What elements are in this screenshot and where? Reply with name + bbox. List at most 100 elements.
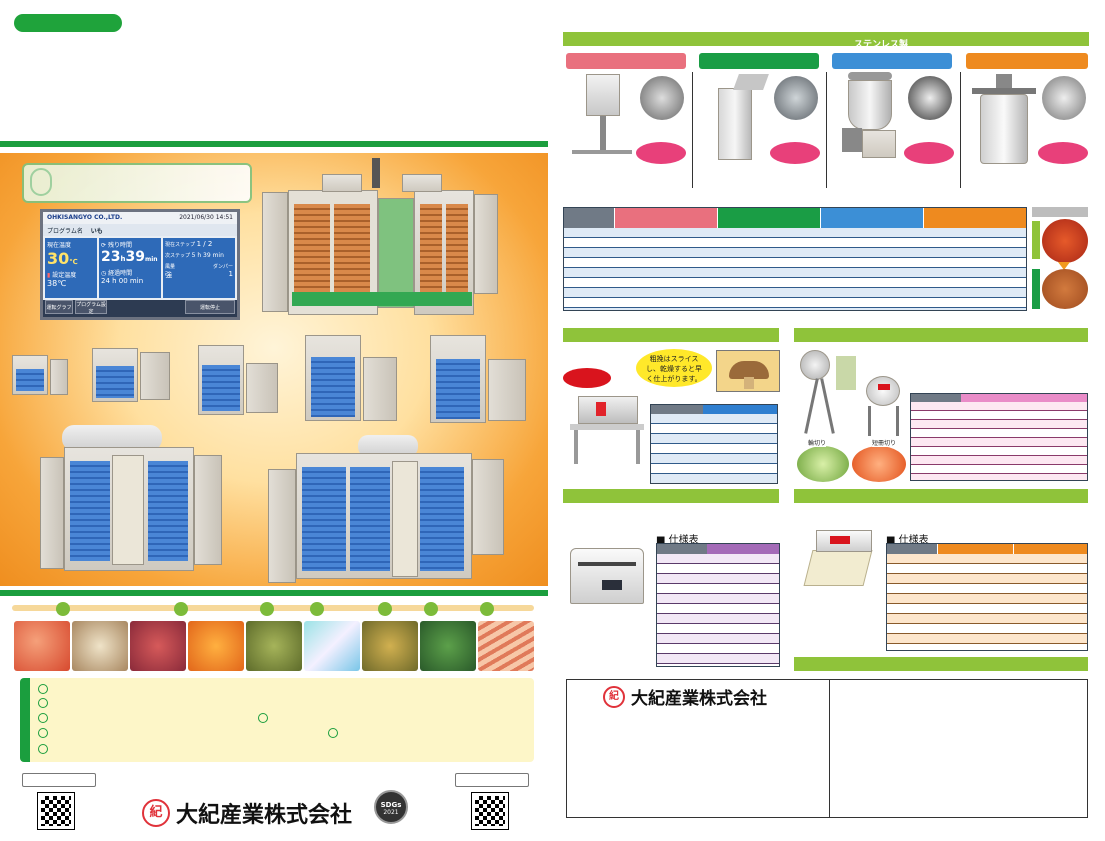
- carrot-strip-slice-photo: [852, 446, 906, 482]
- column-divider-1: [692, 72, 693, 188]
- remaining-label: 残り時間: [107, 242, 132, 249]
- temp-box: 現在温度 30℃ ▮ 設定温度 38℃: [45, 238, 97, 298]
- category-icon-7: [480, 602, 494, 616]
- vegetable-cutter-machine-2: [862, 372, 906, 438]
- sdgs-year: 2021: [383, 809, 399, 816]
- category-icon-3: [260, 602, 274, 616]
- stop-operation-button[interactable]: 運転停止: [185, 300, 235, 314]
- mill-4-machine: [972, 72, 1036, 166]
- mill-4-badge: [1038, 142, 1088, 164]
- control-touchscreen: OHKISANGYO CO.,LTD. 2021/06/30 14:51 プログ…: [40, 209, 240, 320]
- mill-2-detail-photo: [774, 76, 818, 120]
- category-icon-5: [378, 602, 392, 616]
- column-divider-3: [960, 72, 961, 188]
- category-icon-4: [310, 602, 324, 616]
- qr-caption-left: [22, 773, 96, 787]
- current-step-value: 1 / 2: [196, 240, 213, 248]
- mill-3-machine: [838, 72, 902, 162]
- graph-button[interactable]: 運転グラフ: [45, 300, 73, 314]
- damper-label: ダンパー: [212, 264, 233, 270]
- vacuum-sealer-spec-table: [656, 543, 780, 667]
- screen-datetime: 2021/06/30 14:51: [179, 214, 233, 221]
- mill-orange-header: [966, 53, 1088, 69]
- set-temp-value: 38: [47, 279, 58, 288]
- dryer-model-2: [92, 348, 174, 404]
- program-row: プログラム名 いも: [43, 224, 237, 236]
- food-photo-fish: [478, 621, 534, 671]
- contact-box: 紀 大紀産業株式会社: [566, 679, 1088, 818]
- screen-footer: 運転グラフ プログラム設定 運転停止: [43, 300, 237, 315]
- slicer-red-badge: [563, 368, 611, 388]
- remaining-minutes-unit: min: [144, 256, 158, 263]
- current-temp-unit: ℃: [69, 258, 78, 266]
- qr-code-right[interactable]: [471, 792, 509, 830]
- company-logo-bottom: 紀 大紀産業株式会社: [142, 797, 352, 829]
- food-photo-cake: [362, 621, 418, 671]
- legend-icon-6: [258, 713, 268, 723]
- elapsed-label: 経過時間: [108, 270, 133, 277]
- sdgs-badge: SDGs 2021: [374, 790, 408, 824]
- refresh-icon: ⟳: [101, 242, 107, 249]
- screen-header: OHKISANGYO CO.,LTD. 2021/06/30 14:51: [43, 212, 237, 224]
- mill-green-header: [699, 53, 819, 69]
- legend-icon-5: [38, 744, 48, 754]
- legend-icon-2: [38, 698, 48, 708]
- food-photo-orange: [188, 621, 244, 671]
- category-legend-panel: [20, 678, 534, 762]
- mill-comparison-table: [563, 207, 1027, 311]
- cut-label-strip: 短冊切り: [872, 438, 897, 447]
- contact-logo: 紀 大紀産業株式会社: [603, 684, 767, 709]
- qr-code-left[interactable]: [37, 792, 75, 830]
- company-mark-icon: 紀: [142, 799, 170, 827]
- legend-icon-1: [38, 684, 48, 694]
- cut-label-round: 輪切り: [808, 438, 827, 447]
- remaining-hours: 23: [101, 249, 121, 265]
- company-name-bottom: 大紀産業株式会社: [176, 803, 353, 828]
- food-photo-tea: [246, 621, 302, 671]
- food-photo-jelly: [304, 621, 360, 671]
- dryer-model-3: [198, 345, 280, 417]
- powder-sample-panel: [1032, 207, 1088, 311]
- dryer-model-7: [268, 435, 508, 585]
- dryer-model-1: [12, 355, 70, 397]
- company-name-contact: 大紀産業株式会社: [631, 689, 767, 709]
- cutter-spec-table: [910, 393, 1088, 481]
- cutter-header-bar: [794, 328, 1088, 342]
- program-value: いも: [90, 228, 103, 235]
- program-settings-button[interactable]: プログラム設定: [75, 300, 107, 315]
- dryer-model-4: [305, 335, 400, 423]
- elapsed-value: 24 h 00 min: [101, 277, 144, 285]
- category-icon-strip: [12, 602, 534, 616]
- category-icon-2: [174, 602, 188, 616]
- program-label: プログラム名: [47, 228, 83, 235]
- legend-icon-7: [328, 728, 338, 738]
- mill-1-detail-photo: [640, 76, 684, 120]
- mill-1-machine: [572, 74, 632, 162]
- legend-icon-3: [38, 713, 48, 723]
- dryer-model-5: [430, 335, 530, 425]
- twin-dryer-large: [262, 158, 502, 325]
- slicer-spec-table: [650, 404, 778, 484]
- mill-4-detail-photo: [1042, 76, 1086, 120]
- fan-label: 風量: [165, 264, 176, 270]
- slicer-note-text: 粗挽はスライスし、乾燥すると早く仕上がります。: [646, 355, 702, 383]
- stainless-header-bar: ステンレス製: [563, 32, 1089, 50]
- qr-caption-right: [455, 773, 529, 787]
- thermometer-icon: ▮: [47, 272, 51, 279]
- column-divider-2: [826, 72, 827, 188]
- slicer-header-bar: [563, 328, 779, 342]
- remaining-hours-unit: h: [120, 255, 126, 263]
- top-left-green-pill: [14, 14, 122, 32]
- category-icon-6: [424, 602, 438, 616]
- screen-body: 現在温度 30℃ ▮ 設定温度 38℃ ⟳ 残り時間 23h39min ◷ 経過…: [43, 236, 237, 300]
- dryer-model-6: [40, 425, 225, 575]
- mill-blue-header: [832, 53, 952, 69]
- food-photo-herbs: [420, 621, 476, 671]
- bottom-right-header-bar: [794, 657, 1088, 671]
- cucumber-round-slice-photo: [797, 446, 849, 482]
- slicer-machine: [566, 392, 648, 468]
- current-temp-label: 現在温度: [47, 242, 72, 249]
- touch-icon: [30, 168, 52, 196]
- next-step-label: 次ステップ: [165, 253, 191, 259]
